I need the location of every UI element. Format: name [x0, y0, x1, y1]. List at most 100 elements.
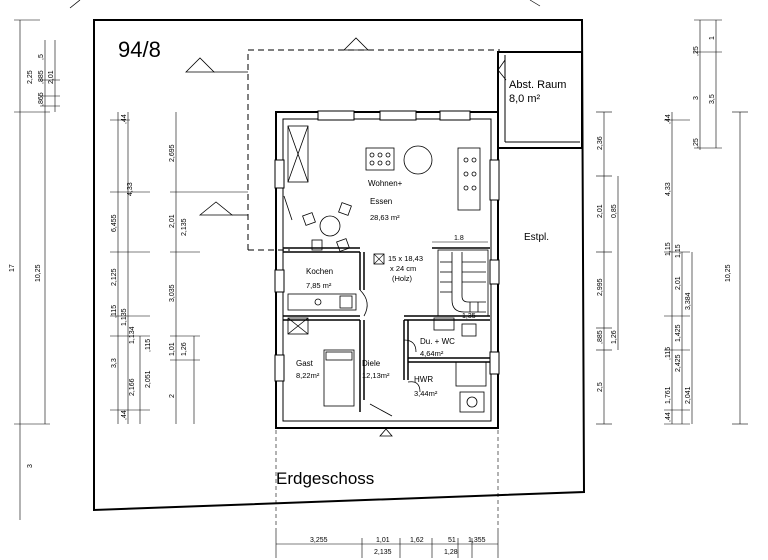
living-room-area: 28,63 m²	[370, 213, 400, 222]
floor-title: Erdgeschoss	[276, 469, 374, 488]
left-inner2-dim-5: 1,01	[169, 342, 176, 356]
right-dim-a-4: 2,995	[597, 278, 604, 296]
right-dim-a-6: 1,26	[611, 330, 618, 344]
left-inner2-dim-2: 2,01	[169, 214, 176, 228]
left-inner2-dim-4: 3,035	[169, 284, 176, 302]
bottom-dim-3: 1,62	[410, 537, 424, 544]
left-inner-dim-5: 1,134	[129, 326, 136, 344]
entrance-marker	[379, 428, 393, 437]
left-outer-dim-1: 2,25	[27, 70, 34, 84]
kitchen-name: Kochen	[306, 267, 333, 276]
living-furniture	[302, 145, 481, 252]
hall-name: Diele	[362, 359, 381, 368]
right-dim-a-3: 0,85	[611, 204, 618, 218]
bath-fixtures	[433, 317, 487, 413]
guest-furniture	[323, 349, 355, 407]
left-inner2-dim-7: ,115	[145, 339, 152, 352]
left-inner2-dim-1: 2,695	[169, 144, 176, 162]
left-outer-dim-2: 17	[9, 264, 16, 272]
left-small-dim-4: ,865	[38, 92, 45, 106]
right-dim-a-2: 2,01	[597, 204, 604, 218]
utility-area: 3,44m²	[414, 389, 438, 398]
right-dim-b-8: ,44	[665, 412, 672, 422]
utility-name: HWR	[414, 375, 433, 384]
roof-triangle-top	[343, 37, 369, 51]
right-dim-b-7: ,115	[665, 347, 672, 360]
right-dim-c-3: 1,15	[675, 244, 682, 258]
hall-area: 12,13m²	[362, 371, 390, 380]
side-windows	[274, 159, 500, 382]
right-dim-d-1: 3,5	[709, 94, 716, 104]
chimney-size-2: x 24 cm	[390, 264, 416, 273]
kitchen-furniture	[287, 125, 357, 335]
right-dim-a-7: 2,5	[597, 382, 604, 392]
left-inner2-dim-9: 2	[169, 394, 176, 398]
left-mid-dim-3: 3,3	[111, 358, 118, 368]
left-mid-dim-4: ,115	[111, 305, 118, 318]
right-dim-b-3: 1,15	[665, 242, 672, 256]
left-inner-dim-4: 2,166	[129, 378, 136, 396]
bottom-dim-low-1: 2,135	[374, 549, 392, 556]
plot-boundary	[93, 19, 586, 512]
right-dim-a-1: 2,36	[597, 136, 604, 150]
bath-name: Du. + WC	[420, 337, 455, 346]
roof-triangle-left-2	[198, 201, 234, 216]
bottom-dim-5: 1,355	[468, 537, 486, 544]
left-inner-dim-3: 1,135	[121, 308, 128, 326]
right-dim-c-4: 2,041	[685, 386, 692, 404]
right-dim-d-3: 1	[709, 36, 716, 40]
upper-floor-outline	[247, 49, 500, 250]
bottom-dim-low-2: 1,28	[444, 549, 458, 556]
stair-width-dim: 1.8	[454, 235, 464, 242]
left-inner-dim-1: ,44	[121, 114, 128, 124]
annex-room-name: Abst. Raum	[509, 79, 566, 91]
left-small-dim-2: ,5	[38, 54, 45, 60]
right-dim-c-2: 3,384	[685, 292, 692, 310]
living-room-name-1: Wohnen+	[368, 179, 403, 188]
left-inner-dim-6: ,44	[121, 410, 128, 420]
bath-area: 4,64m²	[420, 349, 444, 358]
doors	[283, 195, 421, 417]
plot-number: 94/8	[118, 37, 161, 62]
right-dim-b-6: 1,761	[665, 386, 672, 404]
left-dimension-lines	[14, 19, 248, 520]
right-dim-b-5: 2,425	[675, 354, 682, 372]
right-dim-d-5: ,25	[693, 138, 700, 148]
left-inner-dim-2: 4,33	[127, 182, 134, 196]
kitchen-area: 7,85 m²	[306, 281, 332, 290]
bottom-dim-4: 51	[448, 537, 456, 544]
guest-name: Gast	[296, 359, 314, 368]
left-mid-dim-1: 6,455	[111, 214, 118, 232]
bottom-dimension-line	[275, 430, 499, 558]
annex-room-area: 8,0 m²	[509, 93, 541, 105]
right-dim-d-2: 3	[693, 96, 700, 100]
roof-triangle-left	[185, 57, 215, 73]
left-mid-dim-2: 2,125	[111, 268, 118, 286]
right-dim-b-2: 4,33	[665, 182, 672, 196]
right-dimension-lines	[596, 19, 748, 425]
left-inner2-dim-6: 2,051	[145, 370, 152, 388]
chimney-size-1: 15 x 18,43	[388, 254, 423, 263]
right-dim-b-4: 1,425	[675, 324, 682, 342]
left-inner2-dim-3: 2,135	[181, 218, 188, 236]
chimney	[373, 253, 385, 265]
guest-area: 8,22m²	[296, 371, 320, 380]
left-small-dim-3: 2,01	[48, 70, 55, 84]
left-inner2-dim-8: 1,26	[181, 342, 188, 356]
right-dim-c-1: 2,01	[675, 276, 682, 290]
right-dim-d-4: ,25	[693, 46, 700, 56]
right-outer-dim: 10,25	[725, 264, 732, 282]
small-dim: 1,35	[462, 313, 476, 320]
bottom-dim-1: 3,255	[310, 537, 328, 544]
parking-label: Estpl.	[524, 232, 549, 243]
right-dim-a-5: ,885	[597, 330, 604, 344]
left-small-dim-1: ,885	[38, 70, 45, 84]
bottom-dim-2: 1,01	[376, 537, 390, 544]
chimney-size-3: (Holz)	[392, 274, 413, 283]
left-outer-dim-3: 3	[27, 464, 34, 468]
top-windows	[317, 110, 471, 121]
right-dim-b-1: ,44	[665, 114, 672, 124]
staircase	[437, 249, 489, 317]
left-outer-dim-4: 10,25	[35, 264, 42, 282]
